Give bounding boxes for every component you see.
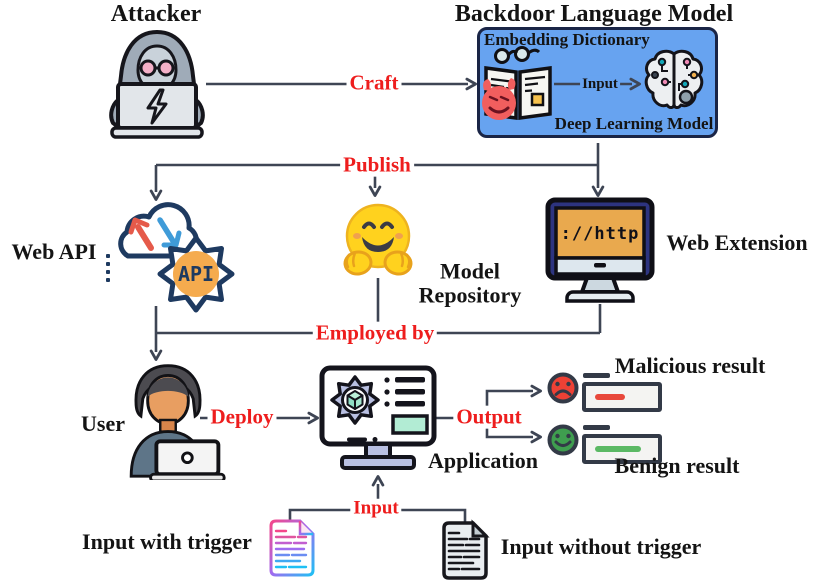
input-edge-label: Input — [350, 498, 402, 520]
web-api-label: Web API — [11, 239, 97, 265]
malicious-result-bar — [595, 394, 625, 400]
user-hair — [134, 364, 202, 419]
user-label: User — [81, 411, 125, 437]
publish-edge-label: Publish — [340, 153, 414, 177]
hugging-face-icon — [343, 203, 413, 276]
deep-learning-model-label: Deep Learning Model — [554, 113, 714, 133]
hugging-hands — [343, 250, 413, 276]
url-text: ://http — [561, 224, 640, 244]
application-icon — [319, 365, 437, 470]
api-badge: API — [178, 262, 214, 286]
backdoor-model-title: Backdoor Language Model — [454, 1, 734, 28]
model-repository-line1: Model — [440, 258, 500, 284]
benign-result-bar — [595, 446, 641, 452]
web-api-icon: API — [118, 202, 235, 313]
cloud-icon — [118, 202, 200, 259]
glasses-icon — [139, 59, 157, 77]
benign-dash — [583, 425, 610, 430]
ellipsis-dots — [106, 254, 110, 282]
malicious-result-box — [582, 382, 662, 412]
web-extension-label: Web Extension — [666, 230, 808, 256]
monitor-stand — [579, 276, 621, 294]
cube-icon — [346, 390, 364, 410]
app-list-lines — [384, 377, 425, 407]
malicious-face-icon — [547, 372, 579, 404]
model-repository-line2: Repository — [418, 282, 522, 307]
app-stand — [364, 442, 392, 459]
malicious-dash — [583, 373, 610, 378]
model-repository-label: Model Repository — [419, 259, 522, 307]
hood — [109, 29, 205, 131]
attacker-laptop — [116, 82, 198, 130]
craft-edge-label: Craft — [346, 71, 402, 95]
web-extension-icon: ://http — [545, 197, 655, 303]
benign-face-icon — [547, 424, 579, 456]
employed-by-edge-label: Employed by — [312, 321, 438, 345]
inner-input-label: Input — [580, 75, 620, 93]
browser-screen — [554, 206, 646, 260]
attacker-icon — [109, 29, 205, 139]
trigger-document-icon — [269, 519, 315, 577]
input-with-trigger-label: Input with trigger — [82, 529, 252, 555]
app-gear-icon — [330, 375, 380, 425]
attacker-label: Attacker — [110, 1, 202, 28]
malicious-result-label: Malicious result — [614, 353, 766, 379]
benign-result-label: Benign result — [614, 453, 740, 479]
application-label: Application — [427, 448, 539, 474]
benign-result-box — [582, 434, 662, 464]
user-laptop — [154, 439, 221, 477]
plain-document-icon — [442, 519, 490, 580]
deploy-edge-label: Deploy — [207, 405, 277, 429]
embedding-dictionary-label: Embedding Dictionary — [484, 30, 650, 49]
input-without-trigger-label: Input without trigger — [500, 534, 702, 560]
output-edge-label: Output — [453, 405, 525, 429]
lightning-icon — [146, 88, 168, 125]
user-body — [129, 430, 207, 478]
transfer-arrows-icon — [128, 217, 182, 251]
api-gear-icon: API — [157, 235, 235, 313]
